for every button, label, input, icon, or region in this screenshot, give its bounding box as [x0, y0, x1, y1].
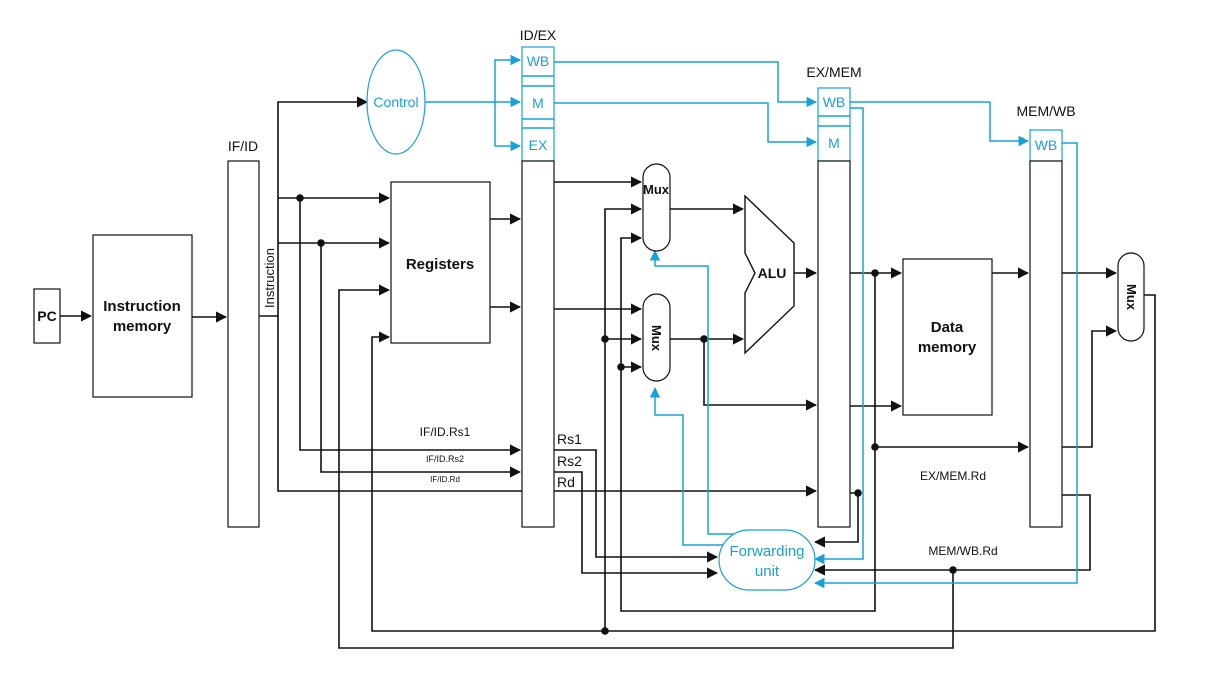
pc-register: PC: [33, 288, 61, 344]
mux-b: Mux: [642, 293, 671, 382]
if-id-rd-label: IF/ID.Rd: [430, 475, 460, 484]
rd-label: Rd: [557, 474, 575, 490]
alu-label: ALU: [758, 265, 787, 281]
ex-mem-m-label: M: [828, 135, 840, 151]
alu: ALU: [744, 194, 795, 355]
data-mem-label-2: memory: [918, 339, 977, 356]
fwd-label-1: Forwarding: [729, 543, 804, 560]
mem-wb-rd-label: MEM/WB.Rd: [928, 544, 997, 558]
if-id-rs1-label: IF/ID.Rs1: [420, 425, 471, 439]
data-mem-label-1: Data: [931, 319, 964, 336]
mux-wb-text: Mux: [1124, 284, 1139, 311]
id-ex-m-label: M: [532, 95, 544, 111]
pc-label: PC: [37, 308, 56, 324]
forwarding-unit: Forwarding unit: [718, 529, 816, 591]
id-ex-ex-label: EX: [529, 137, 548, 153]
instruction-memory: Instruction memory: [92, 234, 193, 398]
mux-a-text: Mux: [643, 182, 670, 197]
mux-b-text: Mux: [649, 325, 664, 352]
id-ex-wb-label: WB: [527, 53, 550, 69]
control-wires: [425, 54, 1078, 589]
id-ex-register: ID/EX WB M EX: [520, 27, 557, 528]
ex-mem-wb-label: WB: [823, 94, 846, 110]
mem-wb-wb-label: WB: [1035, 137, 1058, 153]
ex-mem-register: EX/MEM WB M: [806, 64, 862, 528]
junction-dots: [296, 194, 957, 635]
signal-labels: IF/ID.Rs1 IF/ID.Rs2 IF/ID.Rd Rs1 Rs2 Rd …: [420, 425, 998, 558]
ex-mem-label: EX/MEM: [806, 64, 861, 80]
mem-wb-register: MEM/WB WB: [1016, 103, 1076, 528]
registers-label: Registers: [406, 256, 474, 273]
instr-mem-label-1: Instruction: [103, 298, 181, 315]
data-memory: Data memory: [902, 258, 993, 416]
if-id-rs2-label: IF/ID.Rs2: [426, 454, 464, 464]
mem-wb-label: MEM/WB: [1016, 103, 1075, 119]
instruction-label: Instruction: [262, 248, 277, 308]
mux-wb: Mux: [1117, 252, 1145, 342]
id-ex-label: ID/EX: [520, 27, 557, 43]
mux-a: Mux: [642, 163, 671, 252]
instr-mem-label-2: memory: [113, 318, 172, 335]
fwd-label-2: unit: [755, 563, 780, 580]
rs2-label: Rs2: [557, 453, 582, 469]
control-label: Control: [373, 94, 418, 110]
if-id-label: IF/ID: [228, 138, 258, 154]
rs1-label: Rs1: [557, 431, 582, 447]
datapath-wires: [60, 96, 1156, 649]
mux-a-label: Mux: [643, 182, 670, 197]
register-file: Registers: [390, 181, 491, 344]
if-id-register: IF/ID Instruction: [227, 138, 277, 528]
control-unit: Control: [366, 49, 426, 155]
ex-mem-rd-label: EX/MEM.Rd: [920, 469, 986, 483]
